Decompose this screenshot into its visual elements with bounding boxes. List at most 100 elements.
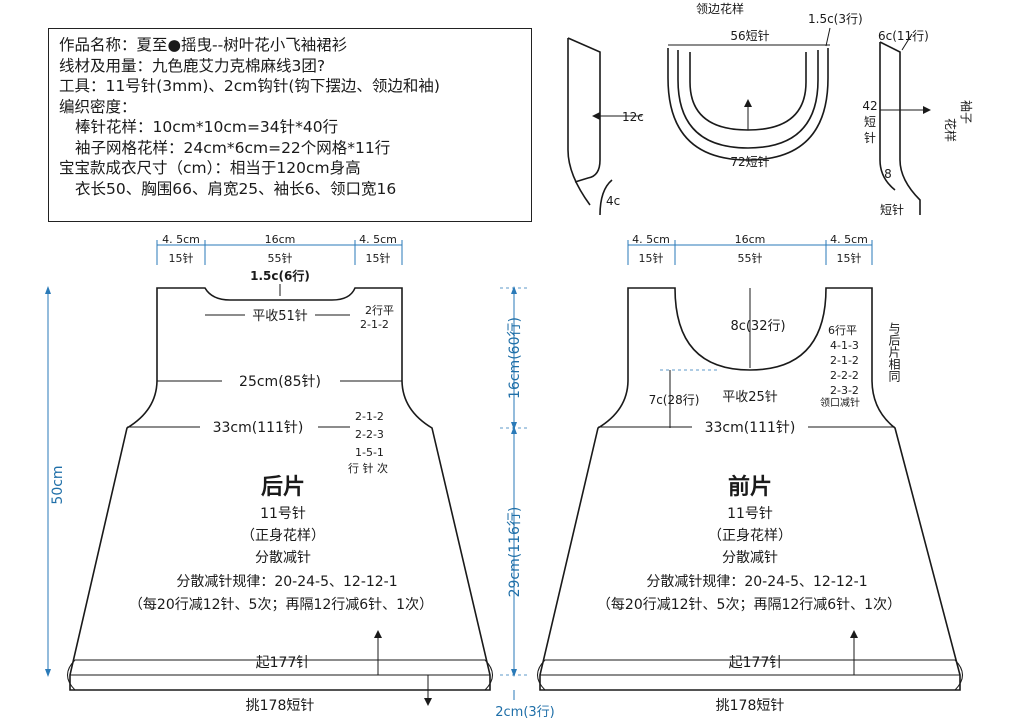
front-neck-dec-2: 4-1-3 — [830, 339, 859, 352]
back-arm-dec-4: 行 针 次 — [348, 461, 388, 475]
front-up-arrow-icon — [850, 630, 858, 638]
collar-up-arrow-icon — [744, 99, 752, 107]
back-shoulder-right: 4. 5cm — [359, 233, 397, 246]
back-method: 分散减针 — [255, 550, 311, 566]
front-needle: 11号针 — [727, 506, 773, 522]
back-rule: 分散减针规律：20-24-5、12-12-1 — [176, 574, 397, 590]
back-cast-on: 起177针 — [256, 655, 311, 671]
middle-hem-label: 2cm(3行) — [495, 705, 555, 720]
front-neck-sts: 55针 — [738, 251, 763, 265]
front-cast-on: 起177针 — [729, 655, 784, 671]
sleeve-cuff-label: 4c — [606, 194, 620, 208]
back-hem-border — [67, 659, 493, 691]
front-neck-depth: 8c(32行) — [730, 319, 785, 334]
sleeve-sts-2: 短 — [864, 115, 876, 129]
back-neck-sts: 55针 — [268, 251, 293, 265]
info-box: 作品名称：夏至●摇曳--树叶花小飞袖裙衫 线材及用量：九色鹿艾力克棉麻线3团? … — [48, 28, 532, 222]
collar-right-rows: 1.5c(3行) — [808, 12, 863, 26]
sleeve-title-2: 花样 — [943, 118, 958, 142]
back-needle: 11号针 — [260, 506, 306, 522]
front-piece: 4. 5cm 15针 16cm 55针 4. 5cm 15针 8c(32行) 6… — [537, 233, 963, 714]
collar-diagram: 领边花样 56短针 1.5c(3行) 72短针 12c 4c — [567, 1, 863, 216]
info-yarn: 线材及用量：九色鹿艾力克棉麻线3团? — [59, 56, 326, 75]
front-pattern: （正身花样） — [708, 528, 792, 544]
front-neck-dec-6: 领口减针 — [820, 396, 860, 409]
middle-dimensions: 16cm(60行) 29cm(116行) 2cm(3行) — [495, 286, 555, 720]
back-shoulder-right-sts: 15针 — [366, 251, 391, 265]
info-gauge-title: 编织密度： — [59, 97, 137, 116]
front-shoulder-left: 4. 5cm — [632, 233, 670, 246]
back-rule-detail: （每20行减12针、5次；再隔12行减6针、1次） — [129, 597, 433, 613]
back-neck-bind: 平收51针 — [252, 309, 308, 324]
back-title: 后片 — [261, 475, 305, 500]
back-neck-dec-1: 2行平 — [365, 304, 394, 317]
sleeve-right-outer — [879, 41, 921, 215]
back-down-arrow-icon — [424, 698, 432, 706]
back-outline — [69, 287, 491, 691]
middle-chest-up-icon — [511, 426, 517, 434]
collar-rows-leader — [825, 27, 831, 47]
back-arm-dec-1: 2-1-2 — [355, 410, 384, 423]
info-name: 作品名称：夏至●摇曳--树叶花小飞袖裙衫 — [59, 36, 348, 54]
collar-left-cuff — [599, 179, 613, 216]
sleeve-title-1: 袖子 — [959, 100, 974, 124]
middle-up-icon — [511, 286, 517, 294]
back-armhole-width: 25cm(85针) — [239, 374, 321, 390]
sleeve-height: 6c(11行) — [878, 29, 929, 43]
collar-bottom-sts: 72短针 — [730, 154, 769, 169]
sleeve-right-arrow-icon — [923, 106, 931, 114]
collar-middle-edge — [677, 50, 819, 149]
front-shoulder-left-sts: 15针 — [639, 251, 664, 265]
collar-left-arrow-icon — [592, 112, 600, 120]
front-neck-dec-5: 2-3-2 — [830, 384, 859, 397]
sleeve-right-inner — [879, 42, 896, 191]
middle-lower-label: 29cm(116行) — [507, 507, 523, 598]
collar-side-width: 12c — [622, 110, 644, 124]
back-shoulder-left-sts: 15针 — [169, 251, 194, 265]
total-length-label: 50cm — [50, 465, 66, 504]
sleeve-sts-1: 42 — [862, 99, 877, 113]
back-pickup: 挑178短针 — [246, 698, 315, 714]
back-arm-dec-3: 1-5-1 — [355, 446, 384, 459]
front-shoulder-right: 4. 5cm — [830, 233, 868, 246]
front-title: 前片 — [728, 474, 772, 500]
info-size-values: 衣长50、胸围66、肩宽25、袖长6、领口宽16 — [75, 179, 397, 198]
back-pattern: （正身花样） — [241, 528, 325, 544]
back-neck-dec-2: 2-1-2 — [360, 318, 389, 331]
front-arm-depth: 7c(28行) — [649, 393, 700, 407]
front-neck-dec-3: 2-1-2 — [830, 354, 859, 367]
front-rule-detail: （每20行减12针、5次；再隔12行减6针、1次） — [597, 597, 901, 613]
front-neck-bind: 平收25针 — [722, 390, 778, 405]
back-neck-width: 16cm — [265, 233, 296, 246]
middle-upper-label: 16cm(60行) — [507, 317, 523, 399]
front-neck-dec-4: 2-2-2 — [830, 369, 859, 382]
sleeve-bottom-2: 短针 — [880, 202, 904, 217]
back-neck-depth: 1.5c(6行) — [250, 268, 310, 283]
collar-title: 领边花样 — [696, 1, 744, 16]
back-piece: 4. 5cm 15针 16cm 55针 4. 5cm 15针 1.5c(6行) … — [67, 233, 493, 714]
collar-outer-edge — [667, 48, 829, 161]
front-pickup: 挑178短针 — [716, 698, 785, 714]
back-shoulder-left: 4. 5cm — [162, 233, 200, 246]
front-hem-border — [537, 659, 963, 691]
front-outline — [539, 287, 961, 691]
info-gauge-body: 棒针花样：10cm*10cm=34针*40行 — [75, 118, 339, 136]
front-same-as-back: 与后片相同 — [887, 322, 901, 383]
front-rule: 分散减针规律：20-24-5、12-12-1 — [646, 574, 867, 590]
length-dim-down-icon — [45, 669, 51, 677]
collar-top-sts: 56短针 — [730, 28, 769, 43]
front-method: 分散减针 — [722, 550, 778, 566]
sleeve-height-leader — [901, 33, 913, 51]
length-dim-up-icon — [45, 286, 51, 294]
front-shoulder-right-sts: 15针 — [837, 251, 862, 265]
front-neck-dec-1: 6行平 — [828, 324, 857, 337]
info-tools: 工具：11号针(3mm)、2cm钩针(钩下摆边、领边和袖) — [59, 77, 440, 95]
sleeve-bottom-1: 8 — [884, 167, 892, 181]
back-up-arrow-icon — [374, 630, 382, 638]
info-gauge-sleeve: 袖子网格花样：24cm*6cm=22个网格*11行 — [75, 138, 391, 157]
back-arm-dec-2: 2-2-3 — [355, 428, 384, 441]
info-size-title: 宝宝款成衣尺寸（cm）：相当于120cm身高 — [59, 159, 361, 177]
front-chest: 33cm(111针) — [705, 420, 796, 436]
collar-left-outer — [567, 38, 591, 206]
